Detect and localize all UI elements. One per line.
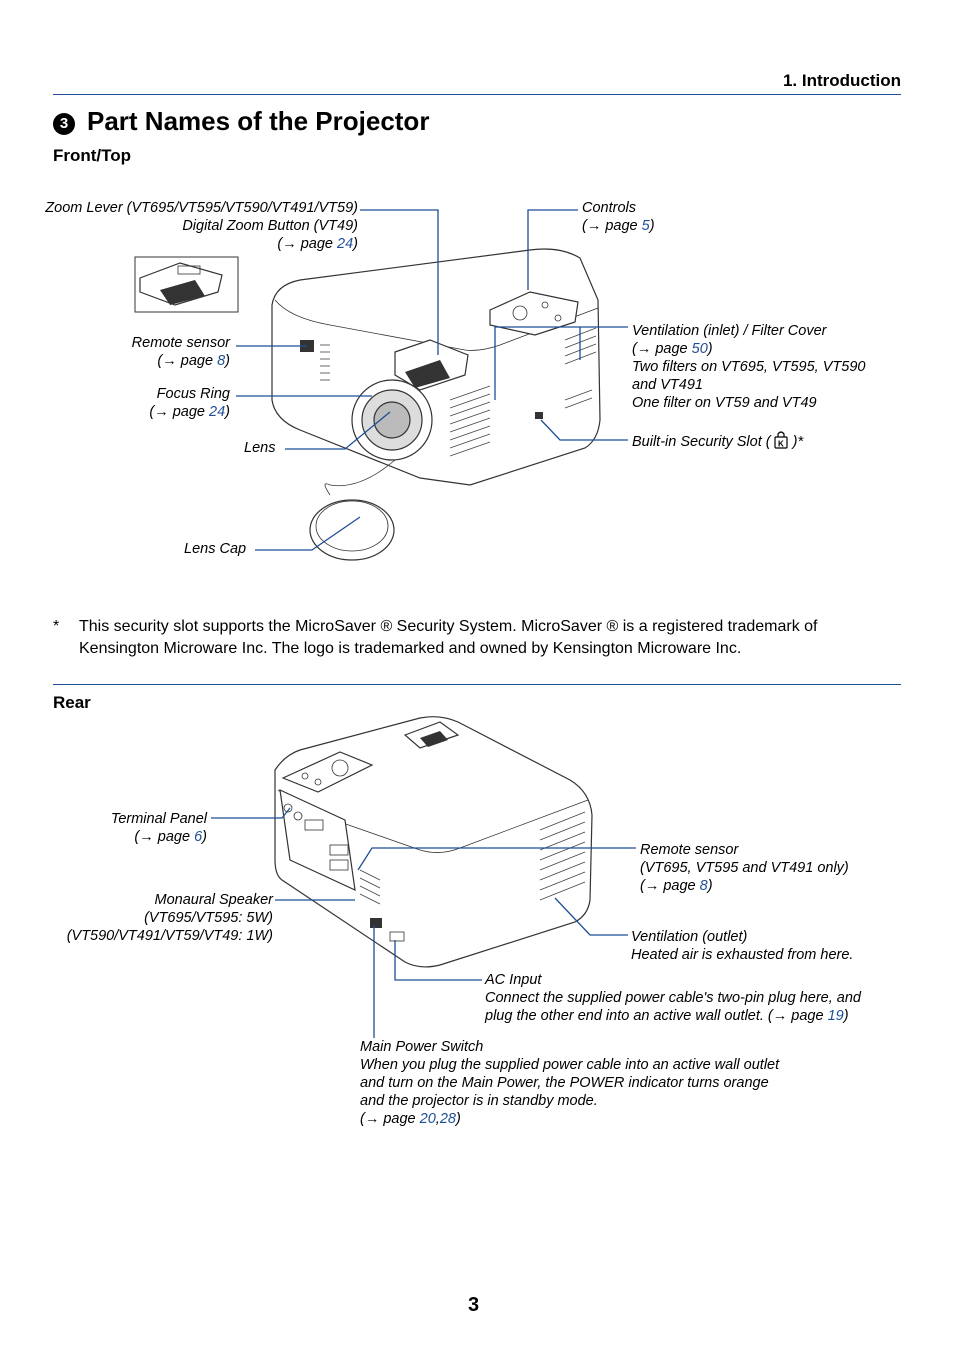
terminal-line1: Terminal Panel	[110, 811, 207, 827]
speaker-line3: (VT590/VT491/VT59/VT49: 1W)	[66, 928, 273, 944]
power-line3: and turn on the Main Power, the POWER in…	[360, 1075, 769, 1091]
zoom-line1: Zoom Lever (VT695/VT595/VT590/VT491/VT59…	[45, 200, 358, 216]
power-line2: When you plug the supplied power cable i…	[360, 1057, 780, 1073]
page-title-text: Part Names of the Projector	[87, 106, 430, 136]
header-rule	[53, 94, 901, 95]
page-link[interactable]: 50	[691, 341, 708, 357]
page-link[interactable]: 24	[337, 236, 354, 252]
focus-page-ref: (→ page 24)	[149, 404, 230, 420]
label-ventilation-outlet: Ventilation (outlet) Heated air is exhau…	[631, 928, 853, 964]
label-zoom-lever: Zoom Lever (VT695/VT595/VT590/VT491/VT59…	[45, 199, 358, 253]
page-link[interactable]: 24	[209, 404, 226, 420]
page-link[interactable]: 19	[827, 1008, 844, 1024]
page-link[interactable]: 8	[217, 353, 226, 369]
page-number: 3	[468, 1294, 480, 1316]
power-page-ref: (→ page 20,28)	[360, 1111, 461, 1127]
focus-line1: Focus Ring	[156, 386, 230, 402]
rear-remote-line1: Remote sensor	[640, 842, 739, 858]
controls-page-ref: (→ page 5)	[582, 218, 655, 234]
label-focus-ring: Focus Ring (→ page 24)	[149, 385, 230, 421]
vent-line3: Two filters on VT695, VT595, VT590	[632, 359, 866, 375]
vent-line1: Ventilation (inlet) / Filter Cover	[632, 323, 827, 339]
vent-page-ref: (→ page 50)	[632, 341, 713, 357]
speaker-line1: Monaural Speaker	[154, 892, 274, 908]
label-lens-cap: Lens Cap	[184, 541, 247, 557]
kensington-lock-icon: K	[774, 431, 788, 449]
page-link[interactable]: 8	[699, 878, 708, 894]
front-projector-illustration	[271, 248, 601, 561]
power-line1: Main Power Switch	[360, 1039, 484, 1055]
svg-text:K: K	[778, 440, 784, 449]
vent-line5: One filter on VT59 and VT49	[632, 395, 817, 411]
page-link[interactable]: 5	[641, 218, 650, 234]
terminal-page-ref: (→ page 6)	[134, 829, 207, 845]
front-top-heading: Front/Top	[53, 146, 132, 165]
page-link[interactable]: 20	[419, 1111, 436, 1127]
footnote-text: This security slot supports the MicroSav…	[79, 618, 818, 657]
label-controls: Controls (→ page 5)	[582, 199, 655, 235]
zoom-inset-illustration	[134, 256, 239, 313]
rear-remote-page-ref: (→ page 8)	[640, 878, 713, 894]
label-remote-sensor: Remote sensor (→ page 8)	[132, 334, 230, 370]
vent-out-line1: Ventilation (outlet)	[631, 929, 748, 945]
power-line4: and the projector is in standby mode.	[360, 1093, 598, 1109]
label-terminal-panel: Terminal Panel (→ page 6)	[111, 810, 207, 846]
vent-line4: and VT491	[632, 377, 703, 393]
footnote-star: *	[53, 618, 60, 635]
label-ac-input: AC Input Connect the supplied power cabl…	[485, 971, 861, 1025]
vent-out-line2: Heated air is exhausted from here.	[631, 947, 854, 963]
rear-remote-line2: (VT695, VT595 and VT491 only)	[640, 860, 849, 876]
chapter-header: 1. Introduction	[782, 71, 901, 90]
security-footnote: * This security slot supports the MicroS…	[53, 616, 901, 660]
page-title: 3 Part Names of the Projector	[53, 106, 429, 137]
label-rear-remote-sensor: Remote sensor (VT695, VT595 and VT491 on…	[640, 841, 849, 895]
ac-line2: Connect the supplied power cable's two-p…	[485, 990, 861, 1006]
ac-page-ref: plug the other end into an active wall o…	[485, 1008, 849, 1024]
label-speaker: Monaural Speaker (VT695/VT595: 5W) (VT59…	[67, 891, 273, 945]
rear-leader-lines	[211, 807, 636, 1038]
label-security-slot: Built-in Security Slot ( )*	[632, 434, 804, 450]
section-number-badge: 3	[53, 112, 75, 135]
remote-line1: Remote sensor	[131, 335, 230, 351]
zoom-page-ref: (→ page 24)	[277, 236, 358, 252]
rear-heading: Rear	[53, 693, 91, 712]
label-lens: Lens	[244, 440, 276, 456]
controls-line1: Controls	[582, 200, 636, 216]
speaker-line2: (VT695/VT595: 5W)	[144, 910, 273, 926]
zoom-line2: Digital Zoom Button (VT49)	[182, 218, 358, 234]
ac-line1: AC Input	[485, 972, 542, 988]
remote-page-ref: (→ page 8)	[157, 353, 230, 369]
page-link[interactable]: 28	[439, 1111, 456, 1127]
label-main-power-switch: Main Power Switch When you plug the supp…	[360, 1038, 779, 1128]
section-rule	[53, 684, 901, 685]
front-leader-lines	[236, 209, 628, 551]
page-link[interactable]: 6	[194, 829, 203, 845]
label-ventilation-inlet: Ventilation (inlet) / Filter Cover (→ pa…	[632, 322, 865, 412]
rear-projector-illustration	[274, 716, 593, 968]
